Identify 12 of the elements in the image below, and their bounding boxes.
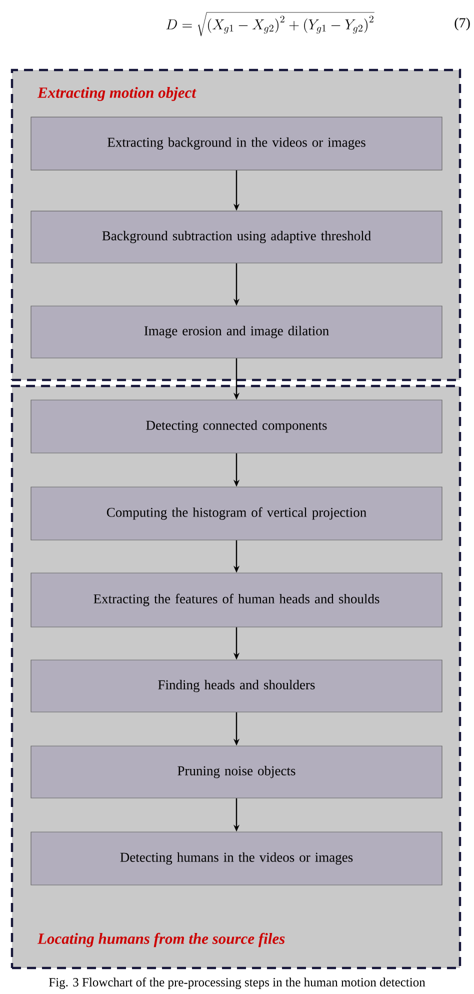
process-box: Background subtraction using adaptive threshold xyxy=(30,210,442,264)
caption: Fig. 3 Flowchart of the pre-processing steps in the human motion detection xyxy=(49,978,426,990)
process-box: Detecting humans in the videos or images xyxy=(30,832,442,886)
process-box: Computing the histogram of vertical projection xyxy=(30,486,442,540)
process-box: Finding heads and shoulders xyxy=(30,660,442,712)
process-box: Extracting background in the videos or images xyxy=(30,116,442,170)
process-box: Detecting connected components xyxy=(30,400,442,454)
process-box: Image erosion and image dilation xyxy=(30,306,442,358)
equation: $D=\sqrt{\left(X_{g1}-X_{g2}\right)^{2}+\left(Y_{g1}-Y_{g2}\right)^{2}}$ xyxy=(166,12,374,36)
process-box: Extracting the features of human heads and shoulds xyxy=(30,572,442,628)
equation-number: (7) xyxy=(454,18,470,30)
process-box: Pruning noise objects xyxy=(30,746,442,798)
